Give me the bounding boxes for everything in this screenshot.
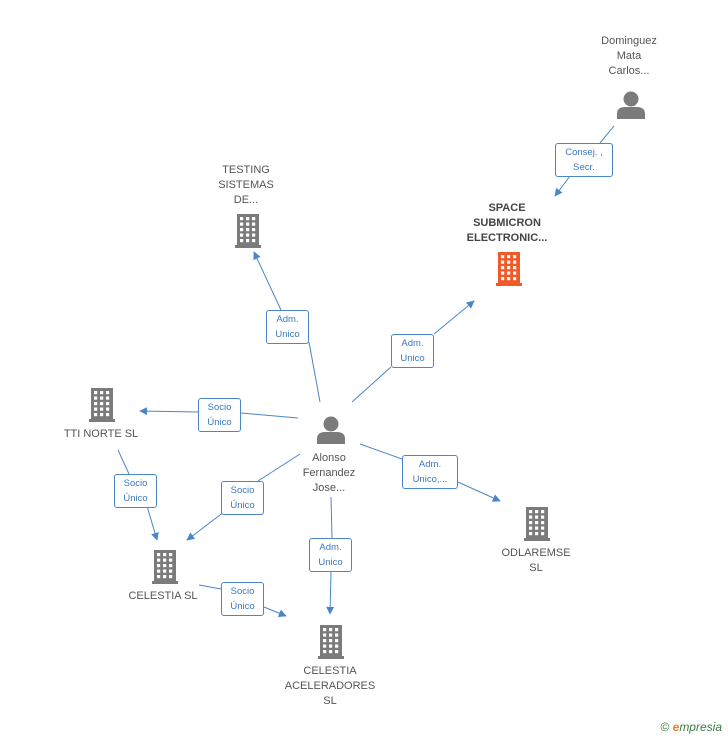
- icons-layer: [89, 91, 645, 659]
- node-label-odlaremse[interactable]: ODLAREMSE SL: [501, 547, 571, 574]
- node-label-tti[interactable]: TTI NORTE SL: [63, 428, 139, 440]
- edge-line-tti-celestia-a: [117, 449, 130, 475]
- edge-line-consej-secr: [599, 125, 615, 144]
- edges-layer: [117, 125, 615, 617]
- edge-line-consej-secr-b: [554, 175, 571, 197]
- building-icon-celestia[interactable]: [152, 550, 178, 584]
- node-label-testing[interactable]: TESTING SISTEMAS DE...: [218, 164, 274, 206]
- edge-line-odlaremse-a: [359, 443, 403, 460]
- edge-label-adm-unico-testing[interactable]: Adm. Unico: [266, 310, 309, 344]
- edge-label-socio-unico-celestia[interactable]: Socio Único: [221, 481, 264, 515]
- edge-label-adm-unico-odlaremse[interactable]: Adm. Unico,...: [402, 455, 458, 489]
- edge-label-adm-unico-celestia-acc[interactable]: Adm. Unico: [309, 538, 352, 572]
- edge-label-consej-secr[interactable]: Consej. , Secr.: [555, 143, 613, 177]
- building-icon-space[interactable]: [496, 252, 522, 286]
- node-label-alonso[interactable]: Alonso Fernandez Jose...: [302, 452, 356, 494]
- edge-line-celestia-acc-d: [263, 606, 287, 617]
- edge-line-celestia-acc-c: [198, 584, 222, 590]
- edge-line-space-b: [433, 300, 475, 335]
- edge-label-socio-unico-celestia-acc[interactable]: Socio Único: [221, 582, 264, 616]
- edge-line-tti-b: [139, 407, 199, 416]
- edge-line-celestia-a: [257, 453, 301, 482]
- brand-logo-text: mpresia: [679, 720, 722, 734]
- edge-line-celestia-acc-a: [330, 496, 333, 539]
- edge-label-socio-unico-tti[interactable]: Socio Único: [198, 398, 241, 432]
- edge-line-space-a: [351, 366, 392, 403]
- building-icon-celestia-acc[interactable]: [318, 625, 344, 659]
- edge-line-testing-b: [253, 251, 282, 311]
- edge-line-celestia-acc-b: [326, 570, 335, 615]
- building-icon-testing[interactable]: [235, 214, 261, 248]
- node-label-space[interactable]: SPACE SUBMICRON ELECTRONIC...: [466, 202, 548, 244]
- building-icon-odlaremse[interactable]: [524, 507, 550, 541]
- brand-footer: © empresia: [660, 720, 722, 734]
- person-icon-alonso[interactable]: [317, 416, 345, 445]
- node-label-dominguez[interactable]: Dominguez Mata Carlos...: [601, 35, 657, 77]
- brand-logo-e: e: [672, 720, 680, 734]
- edge-line-celestia-b: [186, 511, 225, 541]
- person-icon-dominguez[interactable]: [617, 91, 645, 120]
- building-icon-tti[interactable]: [89, 388, 115, 422]
- edge-line-tti-a: [240, 412, 299, 419]
- node-label-celestia[interactable]: CELESTIA SL: [128, 590, 198, 602]
- node-label-celestia-acc[interactable]: CELESTIA ACELERADORES SL: [284, 665, 376, 707]
- edge-line-tti-celestia-b: [146, 505, 159, 541]
- edge-line-odlaremse-b: [457, 481, 501, 502]
- edge-line-testing-a: [308, 341, 321, 403]
- copyright-icon: ©: [660, 720, 670, 734]
- edge-label-socio-unico-tti-celestia[interactable]: Socio Único: [114, 474, 157, 508]
- edge-label-adm-unico-space[interactable]: Adm. Unico: [391, 334, 434, 368]
